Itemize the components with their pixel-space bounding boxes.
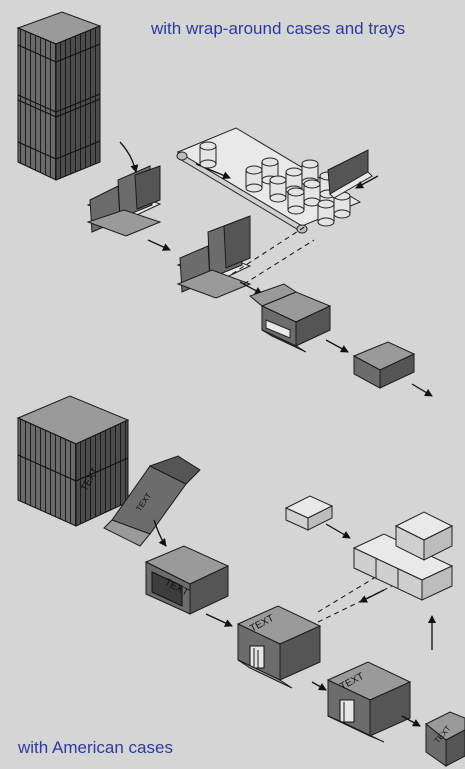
blank-stack-bottom: TEXT <box>16 395 130 527</box>
american-case-filling: TEXT <box>236 605 322 689</box>
product-group <box>352 511 454 601</box>
cans <box>199 141 351 227</box>
blank-stack-top <box>16 11 102 181</box>
american-case-closing: TEXT <box>326 661 412 743</box>
wrapped-case-closed <box>352 341 416 389</box>
flat-case-blank: TEXT <box>103 455 201 547</box>
american-case-final: TEXT <box>425 711 465 767</box>
tray-blank-1 <box>86 165 162 237</box>
tray-blank-2 <box>176 215 252 299</box>
american-case-erected: TEXT <box>144 545 230 615</box>
caption-wrap-around: with wrap-around cases and trays <box>151 19 406 38</box>
caption-american-cases: with American cases <box>18 738 173 757</box>
single-product <box>284 495 334 531</box>
wrapped-case-open <box>249 283 332 353</box>
divider-panel <box>327 149 373 199</box>
